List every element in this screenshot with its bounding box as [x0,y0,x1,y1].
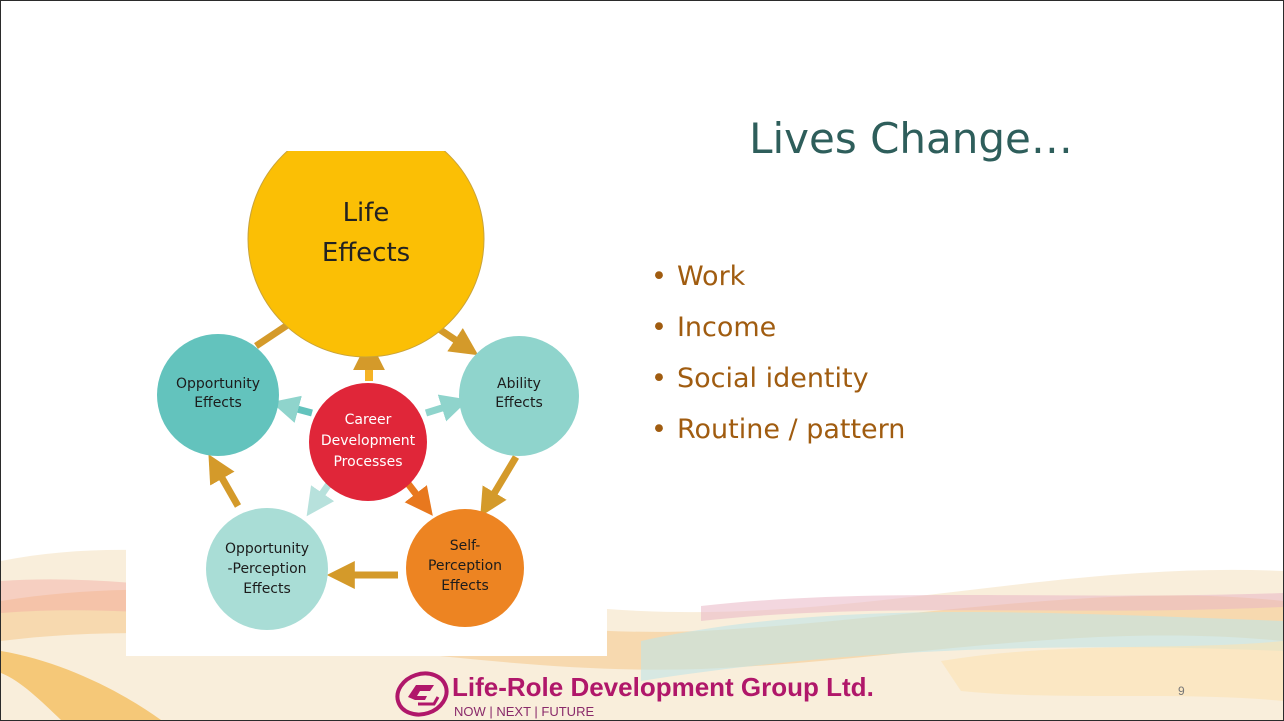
bullet-dot-icon: • [651,414,667,445]
bullet-dot-icon: • [651,261,667,292]
company-name: Life-Role Development Group Ltd. [452,672,874,702]
diagram-panel: Life Effects Opportunity Effects Ability… [126,151,607,656]
bullet-text: Routine / pattern [676,414,906,445]
node-life-effects: Life Effects [247,151,485,358]
arrow-center-to-ability [424,394,469,422]
bullet-list: • Work • Income • Social identity • Routine … [651,255,905,459]
bullet-item: • Work [651,255,905,306]
svg-text:Opportunity: Opportunity [176,376,260,392]
svg-text:Effects: Effects [441,578,489,594]
bullet-item: • Routine / pattern [651,408,905,459]
svg-text:Processes: Processes [333,454,402,470]
slide-title: Lives Change… [749,114,1073,163]
svg-text:Effects: Effects [243,581,291,597]
arrow-ability-to-selfperception [480,455,520,517]
arrow-center-to-selfperception [403,478,433,516]
bullet-item: • Social identity [651,357,905,408]
svg-text:Opportunity: Opportunity [225,541,309,557]
svg-text:Life: Life [343,198,390,228]
svg-text:-Perception: -Perception [227,561,306,577]
svg-text:Perception: Perception [428,558,502,574]
page-number: 9 [1178,684,1185,698]
company-tagline: NOW | NEXT | FUTURE [454,704,595,719]
node-career-development-processes: Career Development Processes [309,383,427,501]
arrow-center-to-opportunity [271,395,313,423]
bullet-text: Work [676,261,746,292]
bullet-dot-icon: • [651,312,667,343]
node-ability-effects: Ability Effects [459,336,579,456]
company-logo: Life-Role Development Group Ltd. NOW | N… [394,671,954,720]
svg-text:Effects: Effects [322,238,410,268]
arrow-oppperception-to-opportunity [208,454,242,508]
bullet-text: Income [676,312,777,343]
svg-text:Effects: Effects [194,395,242,411]
node-opportunity-perception-effects: Opportunity -Perception Effects [206,508,328,630]
bullet-dot-icon: • [651,363,667,394]
svg-text:Career: Career [345,412,392,428]
bullet-item: • Income [651,306,905,357]
svg-text:Ability: Ability [497,376,541,392]
bullet-text: Social identity [676,363,869,394]
svg-text:Effects: Effects [495,395,543,411]
life-effects-diagram: Life Effects Opportunity Effects Ability… [157,151,579,630]
svg-text:Development: Development [321,433,416,449]
svg-text:Self-: Self- [450,538,481,554]
node-self-perception-effects: Self- Perception Effects [406,509,524,627]
node-opportunity-effects: Opportunity Effects [157,334,279,456]
logo-mark-icon [395,671,449,717]
